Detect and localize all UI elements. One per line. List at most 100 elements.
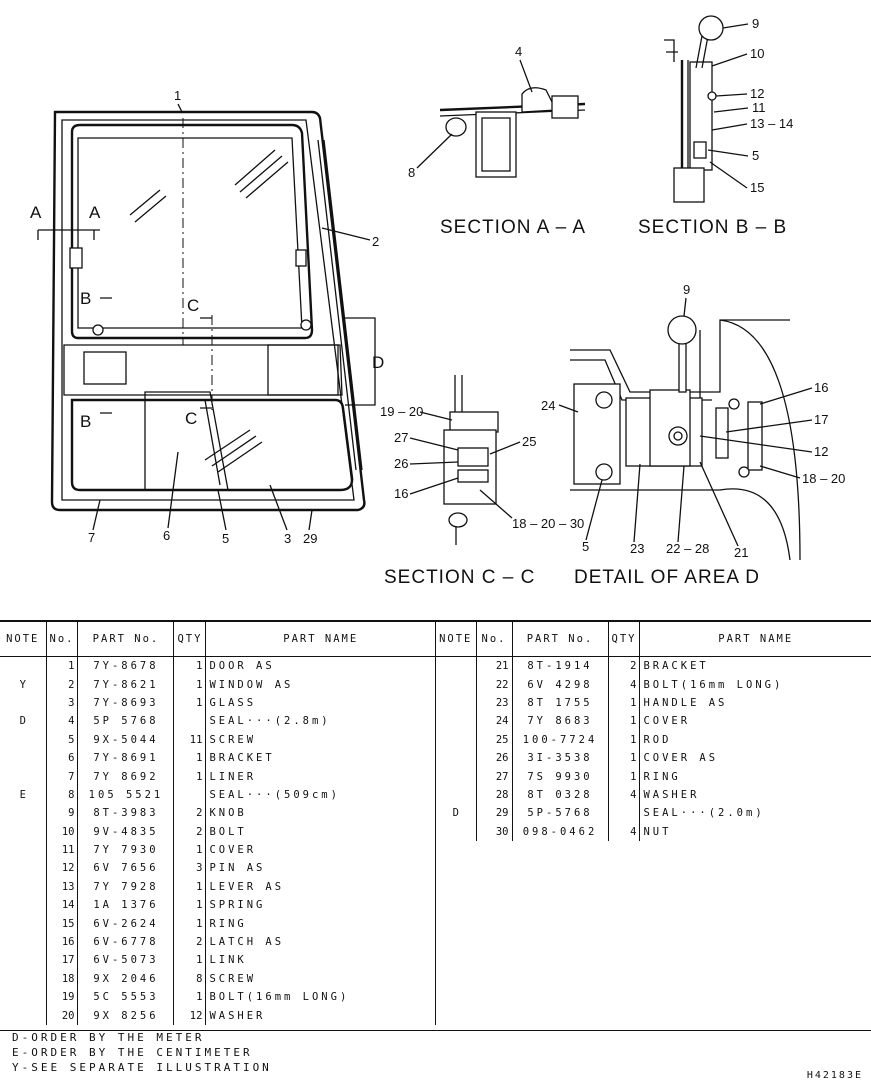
item-number: 20: [46, 1006, 79, 1025]
quantity: 1: [173, 988, 207, 1007]
drawing-code: H42183E: [806, 1070, 863, 1081]
note: [0, 932, 47, 952]
callout-cc-19-20: 19 – 20: [380, 404, 423, 419]
callout-2: 2: [372, 234, 379, 249]
part-name: BOLT(16mm LONG): [643, 678, 784, 691]
part-name: NUT: [643, 825, 672, 838]
item-number: 24: [476, 712, 513, 731]
quantity: 2: [608, 656, 641, 676]
note: [0, 988, 47, 1007]
part-number: 7Y 8683: [512, 712, 609, 731]
header-note-right: NOTE: [436, 622, 477, 657]
quantity: 1: [173, 914, 207, 933]
part-name: SPRING: [205, 896, 436, 915]
part-name: RING: [643, 770, 681, 783]
item-number: 4: [46, 712, 79, 731]
part-number: 100-7724: [512, 730, 609, 749]
item-number: 2: [46, 675, 79, 694]
part-name: SEAL···(2.8m): [205, 712, 436, 731]
note: E: [0, 785, 47, 805]
quantity: 1: [608, 730, 641, 749]
header-qty: QTY: [173, 622, 207, 657]
part-number: 9X 2046: [77, 969, 175, 989]
note: [436, 712, 477, 731]
callout-aa-8: 8: [408, 165, 415, 180]
part-name: GLASS: [205, 693, 436, 713]
section-aa-title: SECTION A – A: [440, 217, 586, 238]
mark-a-right: A: [89, 203, 101, 222]
note: [436, 675, 477, 694]
mark-b-top: B: [80, 289, 92, 308]
quantity: 1: [173, 767, 207, 786]
note: Y: [0, 675, 47, 694]
callout-bb-9: 9: [752, 16, 759, 31]
note: [0, 969, 47, 989]
quantity: 1: [173, 693, 207, 713]
quantity: 1: [173, 877, 207, 897]
note-centimeter: E-ORDER BY THE CENTIMETER: [12, 1046, 253, 1059]
callout-d-12: 12: [814, 444, 828, 459]
part-name: BRACKET: [643, 660, 709, 673]
quantity: 8: [173, 969, 207, 989]
callout-d-22-28: 22 – 28: [666, 541, 709, 556]
section-d-title: DETAIL OF AREA D: [574, 567, 760, 588]
part-name: LATCH AS: [205, 932, 436, 952]
quantity: 4: [608, 822, 641, 841]
section-aa: 4 8 SECTION A – A: [408, 44, 586, 238]
callout-cc-26: 26: [394, 456, 408, 471]
note: [0, 1006, 47, 1025]
note: [436, 656, 477, 676]
item-number: 26: [476, 748, 513, 768]
part-name: LINER: [205, 767, 436, 786]
item-number: 1: [46, 656, 79, 676]
part-number: 9X 8256: [77, 1006, 175, 1025]
callout-7: 7: [88, 530, 95, 545]
callout-cc-18-20-30: 18 – 20 – 30: [512, 516, 584, 531]
callout-d-16: 16: [814, 380, 828, 395]
note: [0, 730, 47, 749]
part-name: RING: [205, 914, 436, 933]
callout-bb-13-14: 13 – 14: [750, 116, 793, 131]
item-number: 29: [476, 804, 513, 823]
item-number: 5: [46, 730, 79, 749]
part-number: 7S 9930: [512, 767, 609, 786]
note: [0, 693, 47, 713]
header-note: NOTE: [0, 622, 47, 657]
item-number: 19: [46, 988, 79, 1007]
part-number: 6V-6778: [77, 932, 175, 952]
part-name: SCREW: [205, 730, 436, 749]
quantity: 3: [173, 859, 207, 878]
note: [436, 822, 477, 841]
part-number: 6V-2624: [77, 914, 175, 933]
part-name: KNOB: [205, 804, 436, 823]
callout-bb-15: 15: [750, 180, 764, 195]
quantity: 1: [608, 693, 641, 713]
note: [0, 840, 47, 860]
item-number: 14: [46, 896, 79, 915]
callout-29: 29: [303, 531, 317, 546]
mark-c-bottom: C: [185, 409, 198, 428]
part-number: 7Y 8692: [77, 767, 175, 786]
item-number: 6: [46, 748, 79, 768]
callout-bb-11: 11: [752, 100, 766, 115]
exploded-parts-drawing: 1 2 3 29 5 6 7 A A B B C C D 4 8 SECTION…: [30, 15, 845, 588]
item-number: 9: [46, 804, 79, 823]
part-number: 5P-5768: [512, 804, 609, 823]
header-part-name: PART NAME: [205, 622, 436, 657]
quantity: 12: [173, 1006, 207, 1025]
note: [436, 767, 477, 786]
note: [436, 730, 477, 749]
door-callouts: 1 2 3 29 5 6 7 A A B B C C D: [30, 88, 384, 546]
